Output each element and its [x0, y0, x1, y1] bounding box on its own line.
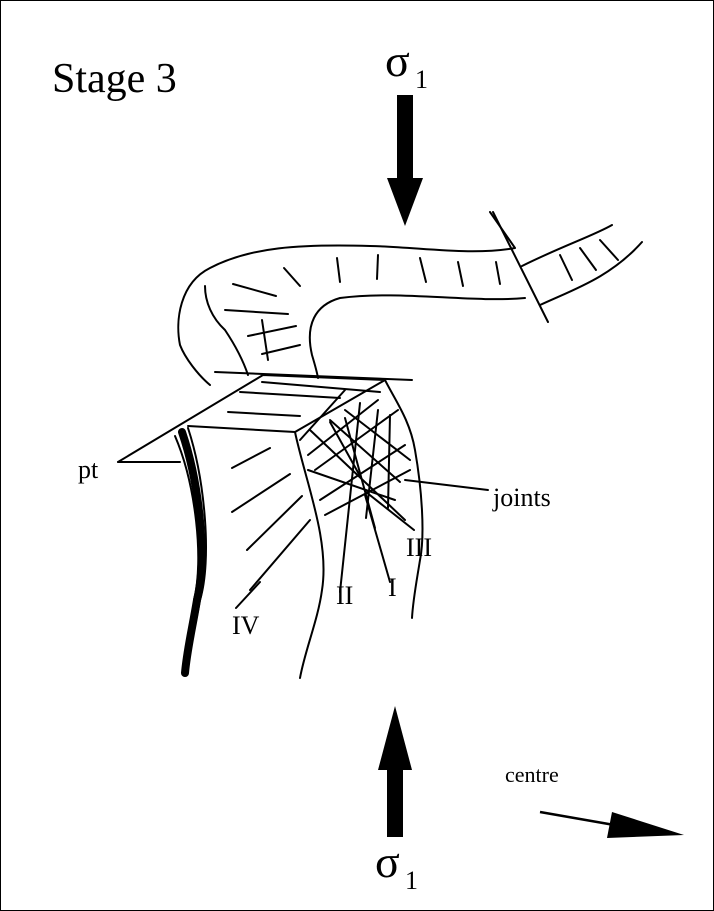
joints-label: joints: [492, 483, 551, 512]
pt-label: pt: [78, 455, 99, 484]
sigma-bottom-subscript: 1: [405, 866, 418, 895]
joints-leader: [405, 480, 488, 490]
joint-network: [300, 390, 414, 592]
sigma-top-arrow: [387, 95, 423, 226]
block-top-face: [118, 372, 412, 462]
iii-label: III: [406, 533, 432, 562]
sigma-bottom-arrow: [378, 706, 412, 837]
stage-label: Stage 3: [52, 56, 177, 102]
i-label: I: [388, 573, 397, 602]
sigma-top-subscript: 1: [415, 65, 428, 94]
ii-label: II: [336, 581, 353, 610]
iv-label: IV: [232, 611, 260, 640]
upper-vein: [178, 212, 642, 385]
sigma-top-symbol: σ: [385, 35, 410, 86]
centre-label: centre: [505, 762, 559, 787]
centre-arrow: [540, 812, 684, 838]
sigma-bottom-symbol: σ: [375, 836, 400, 887]
